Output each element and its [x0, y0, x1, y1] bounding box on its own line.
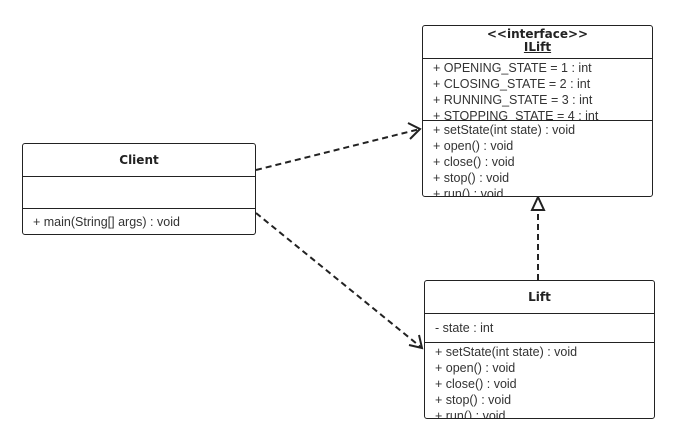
attributes-section: + OPENING_STATE = 1 : int + CLOSING_STAT…	[423, 58, 652, 120]
attribute: + OPENING_STATE = 1 : int	[433, 61, 592, 75]
methods-section: + setState(int state) : void + open() : …	[425, 342, 654, 419]
class-name: ILift	[523, 40, 552, 54]
method: + stop() : void	[435, 393, 512, 407]
dependency-arrowhead-icon	[407, 122, 422, 140]
method: + stop() : void	[433, 171, 510, 185]
method: + open() : void	[433, 139, 514, 153]
dependency-client-lift	[255, 212, 423, 349]
method: + setState(int state) : void	[435, 345, 578, 359]
attribute: + CLOSING_STATE = 2 : int	[433, 77, 591, 91]
attribute: + RUNNING_STATE = 3 : int	[433, 93, 593, 107]
method: + open() : void	[435, 361, 516, 375]
class-lift[interactable]: Lift - state : int + setState(int state)…	[424, 280, 655, 419]
stereotype: <<interface>>	[486, 27, 589, 41]
attributes-section	[23, 176, 255, 208]
attributes-section: - state : int	[425, 313, 654, 342]
dependency-client-ilift	[255, 128, 421, 171]
dependency-arrowhead-icon	[408, 334, 424, 350]
methods-section: + setState(int state) : void + open() : …	[423, 120, 652, 197]
class-name: Client	[119, 153, 159, 167]
class-ilift[interactable]: <<interface>> ILift + OPENING_STATE = 1 …	[422, 25, 653, 197]
method: + close() : void	[435, 377, 517, 391]
method: + close() : void	[433, 155, 515, 169]
attribute: - state : int	[435, 321, 494, 335]
method: + main(String[] args) : void	[33, 215, 180, 229]
methods-section: + main(String[] args) : void	[23, 208, 255, 234]
method: + run() : void	[433, 187, 504, 197]
class-client[interactable]: Client + main(String[] args) : void	[22, 143, 256, 235]
realization-triangle-icon	[530, 194, 546, 211]
method: + setState(int state) : void	[433, 123, 576, 137]
method: + run() : void	[435, 409, 506, 419]
attribute: + STOPPING_STATE = 4 : int	[433, 109, 599, 120]
class-name: Lift	[528, 290, 551, 304]
